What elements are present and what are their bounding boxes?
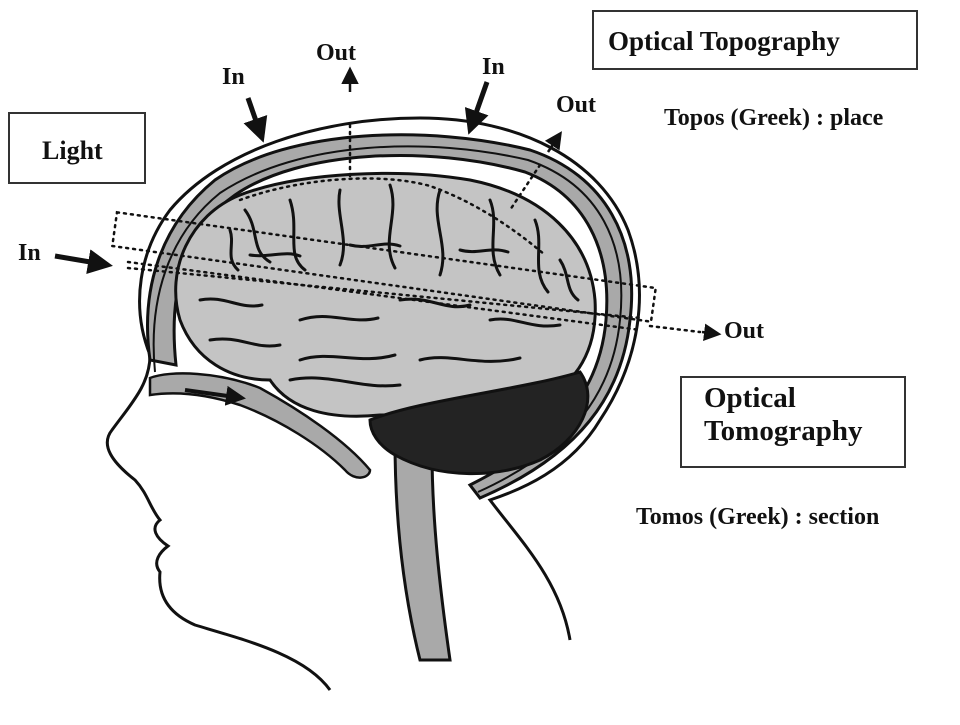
- light-in-arrows: [54, 81, 490, 406]
- optical-tomography-title-line1: Optical: [704, 382, 796, 414]
- brain-cerebellum: [368, 370, 590, 476]
- optical-topography-box: Optical Topography: [592, 10, 918, 70]
- in-label-side: In: [18, 240, 41, 266]
- brain-cerebrum: [174, 171, 597, 418]
- tomos-note: Tomos (Greek) : section: [636, 504, 880, 530]
- brain-sulci: [198, 183, 580, 388]
- optical-tomography-box: Optical Tomography: [680, 376, 906, 468]
- sinus-region: [148, 372, 372, 479]
- out-label-side: Out: [724, 318, 765, 344]
- out-label-top-right: Out: [556, 92, 597, 118]
- in-label-top-right: In: [482, 54, 505, 80]
- optical-topography-title: Optical Topography: [608, 26, 840, 56]
- in-label-top-left: In: [222, 64, 245, 90]
- optical-tomography-title-line2: Tomography: [704, 415, 863, 448]
- topography-light-paths: [238, 123, 547, 257]
- spinal-cord: [393, 438, 452, 662]
- topos-note: Topos (Greek) : place: [664, 105, 884, 131]
- skull-inner-line: [152, 145, 623, 493]
- out-label-top: Out: [316, 40, 357, 66]
- light-label: Light: [42, 136, 103, 165]
- light-box: Light: [8, 112, 146, 184]
- skull: [146, 133, 634, 500]
- tomography-light-paths: [110, 210, 702, 334]
- light-out-arrowheads: [341, 66, 722, 341]
